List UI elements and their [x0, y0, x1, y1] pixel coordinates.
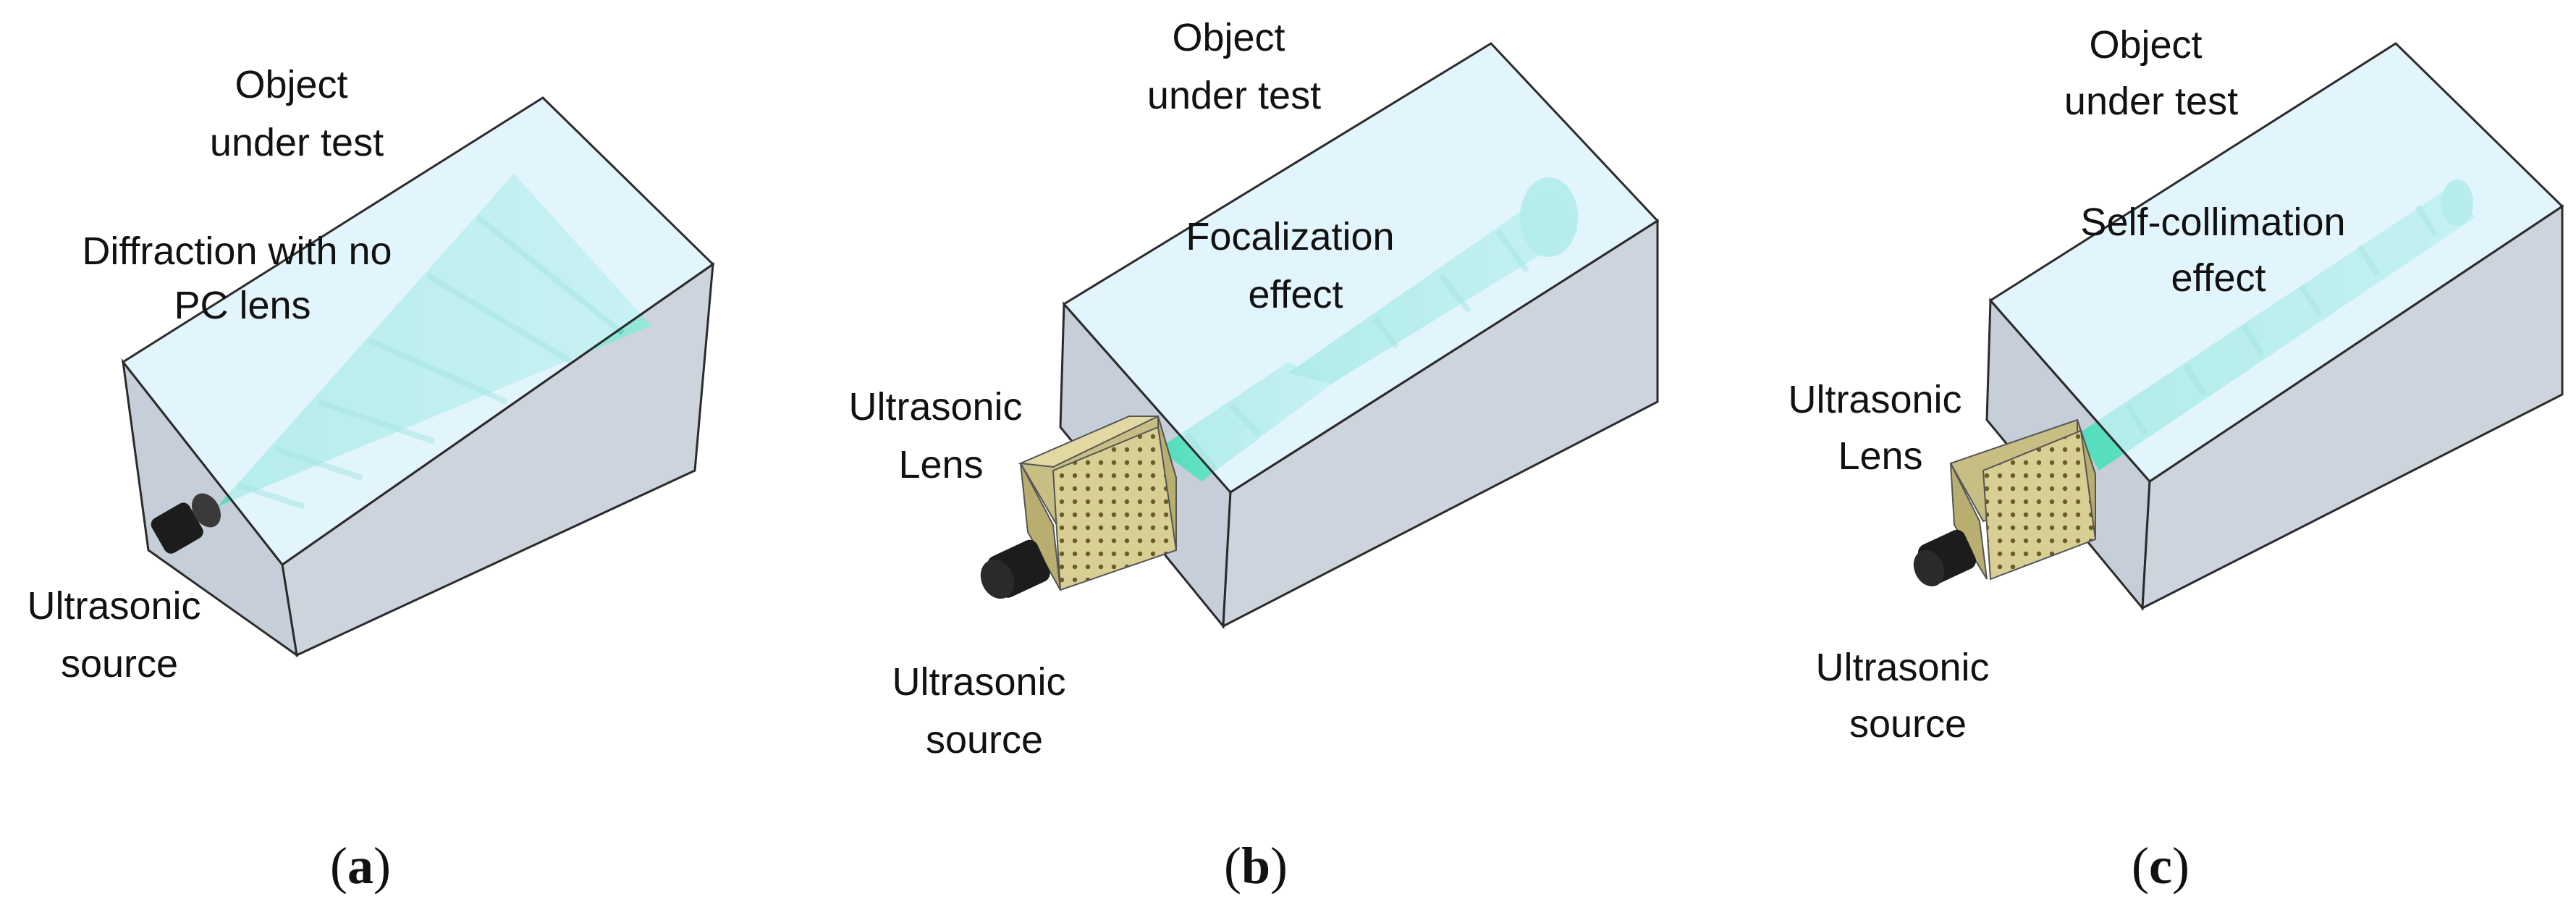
lens-face: [1052, 426, 1178, 591]
effect-label: Focalization effect: [1186, 215, 1405, 316]
ultrasonic-lens: [1018, 415, 1178, 591]
lens-label: Ultrasonic Lens: [1788, 378, 1972, 478]
source-label: Ultrasonic source: [27, 584, 211, 686]
effect-label: Diffraction with no PC lens: [82, 229, 402, 327]
source-label: Ultrasonic source: [1815, 646, 2000, 746]
panel-caption: (a): [330, 837, 391, 895]
panel-caption: (b): [1224, 837, 1288, 895]
panel-b: Object under test Focalization effect Ul…: [848, 16, 1660, 895]
box-top-face: [121, 96, 715, 567]
ultrasonic-source-icon: [980, 539, 1050, 599]
object-label: Object under test: [210, 63, 384, 164]
panel-c: Object under test Self-collimation effec…: [1788, 23, 2564, 895]
box-top-face: [1062, 42, 1660, 494]
panel-caption: (c): [2132, 837, 2189, 895]
box-top-face: [1988, 42, 2564, 483]
source-label: Ultrasonic source: [892, 660, 1076, 762]
object-label: Object under test: [1147, 16, 1321, 117]
ultrasonic-source-icon: [1913, 529, 1977, 587]
panel-a: Object under test Diffraction with no PC…: [27, 63, 715, 895]
effect-label: Self-collimation effect: [2080, 201, 2356, 300]
lens-label: Ultrasonic Lens: [848, 385, 1033, 486]
lens-face: [1982, 429, 2097, 581]
object-label: Object under test: [2064, 23, 2238, 123]
ultrasonic-lens: [1949, 418, 2097, 581]
ultrasonic-source-icon: [151, 493, 221, 554]
